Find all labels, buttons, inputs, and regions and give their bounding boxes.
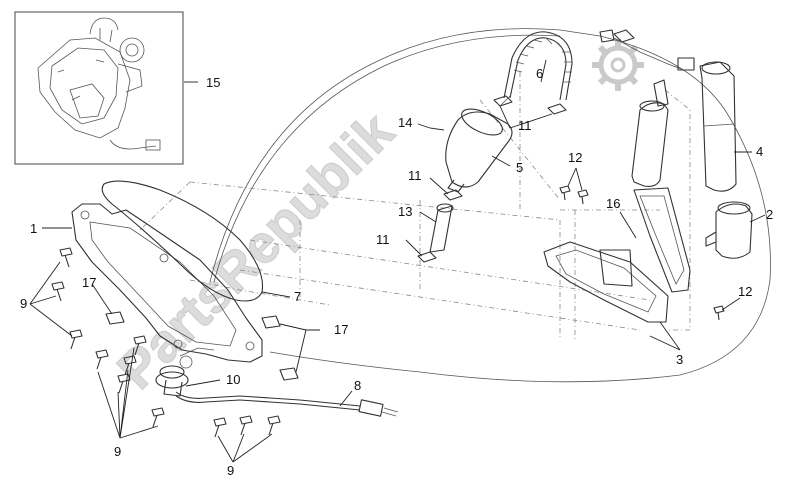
- fuel-pump-assembly: [543, 29, 691, 323]
- connector-tube: [429, 203, 454, 253]
- callout-10: 10: [226, 372, 240, 387]
- callout-16: 16: [606, 196, 620, 211]
- callout-17b: 17: [334, 322, 348, 337]
- watermark: PartsRepublik: [106, 39, 644, 401]
- gasket-ring: [101, 180, 264, 302]
- callout-17a: 17: [82, 275, 96, 290]
- rubber-pads: [105, 311, 299, 381]
- callout-3: 3: [676, 352, 683, 367]
- callout-12b: 12: [738, 284, 752, 299]
- corrugated-fuel-hose: [503, 31, 573, 101]
- leader-lines: [29, 59, 766, 463]
- callout-9a: 9: [20, 296, 27, 311]
- callout-11a: 11: [518, 118, 532, 133]
- pump-cap: [705, 201, 753, 259]
- callout-11c: 11: [376, 232, 390, 247]
- callout-14: 14: [398, 115, 412, 130]
- callout-4: 4: [756, 144, 763, 159]
- wiring-harness: [175, 391, 399, 417]
- callout-8: 8: [354, 378, 361, 393]
- callout-1: 1: [30, 221, 37, 236]
- callout-2: 2: [766, 207, 773, 222]
- callout-9c: 9: [227, 463, 234, 478]
- callout-5: 5: [516, 160, 523, 175]
- filter-cartridge: [677, 57, 737, 192]
- callout-15: 15: [206, 75, 220, 90]
- callouts: 1 2 3 4 5 6 7 8 9 9 9 10 11 11 11 12 12 …: [20, 66, 773, 478]
- callout-12a: 12: [568, 150, 582, 165]
- callout-9b: 9: [114, 444, 121, 459]
- tank-outline: [209, 28, 771, 383]
- callout-7: 7: [294, 289, 301, 304]
- hose-clamps: [417, 95, 567, 263]
- fuel-outlet-fitting: [155, 347, 215, 397]
- construction-lines: [139, 72, 691, 340]
- callout-13: 13: [398, 204, 412, 219]
- inset-assembly-box: [14, 11, 184, 165]
- screw-set: [51, 247, 281, 438]
- callout-6: 6: [536, 66, 543, 81]
- fuel-filter: [445, 95, 513, 193]
- small-screws: [559, 185, 725, 321]
- watermark-text: PartsRepublik: [106, 101, 406, 401]
- tank-outline-inner: [213, 34, 561, 283]
- gear-icon: [592, 39, 644, 91]
- callout-11b: 11: [408, 168, 422, 183]
- small-pin: [429, 127, 445, 131]
